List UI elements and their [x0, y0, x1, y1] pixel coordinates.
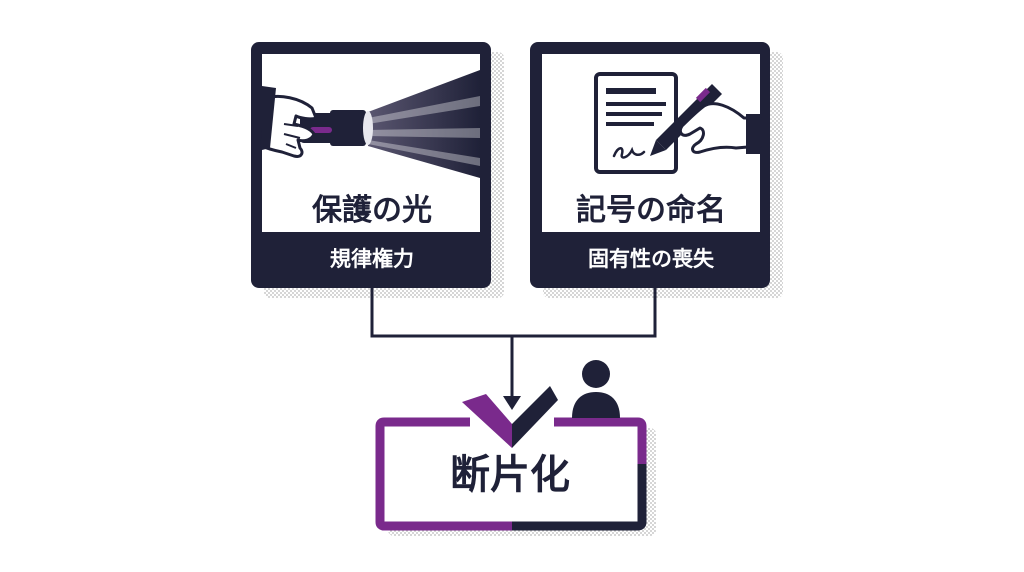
person-icon	[572, 360, 620, 418]
connector-right	[512, 288, 657, 338]
light-beam	[368, 70, 480, 178]
result-title: 断片化	[450, 452, 570, 498]
arrowhead-icon	[503, 396, 521, 410]
card-naming: 記号の命名 固有性の喪失	[530, 42, 783, 298]
card-title: 記号の命名	[576, 193, 726, 228]
card-discipline: 保護の光 規律権力	[251, 42, 504, 298]
checkmark-icon	[462, 386, 558, 448]
card-title: 保護の光	[312, 193, 432, 228]
connector-left	[370, 288, 512, 338]
card-subtitle: 固有性の喪失	[588, 247, 715, 271]
document-signing-icon	[594, 72, 762, 174]
card-subtitle: 規律権力	[330, 247, 414, 271]
flashlight-icon	[260, 70, 480, 178]
result-box: 断片化	[375, 360, 656, 536]
connector-lines	[370, 288, 657, 410]
